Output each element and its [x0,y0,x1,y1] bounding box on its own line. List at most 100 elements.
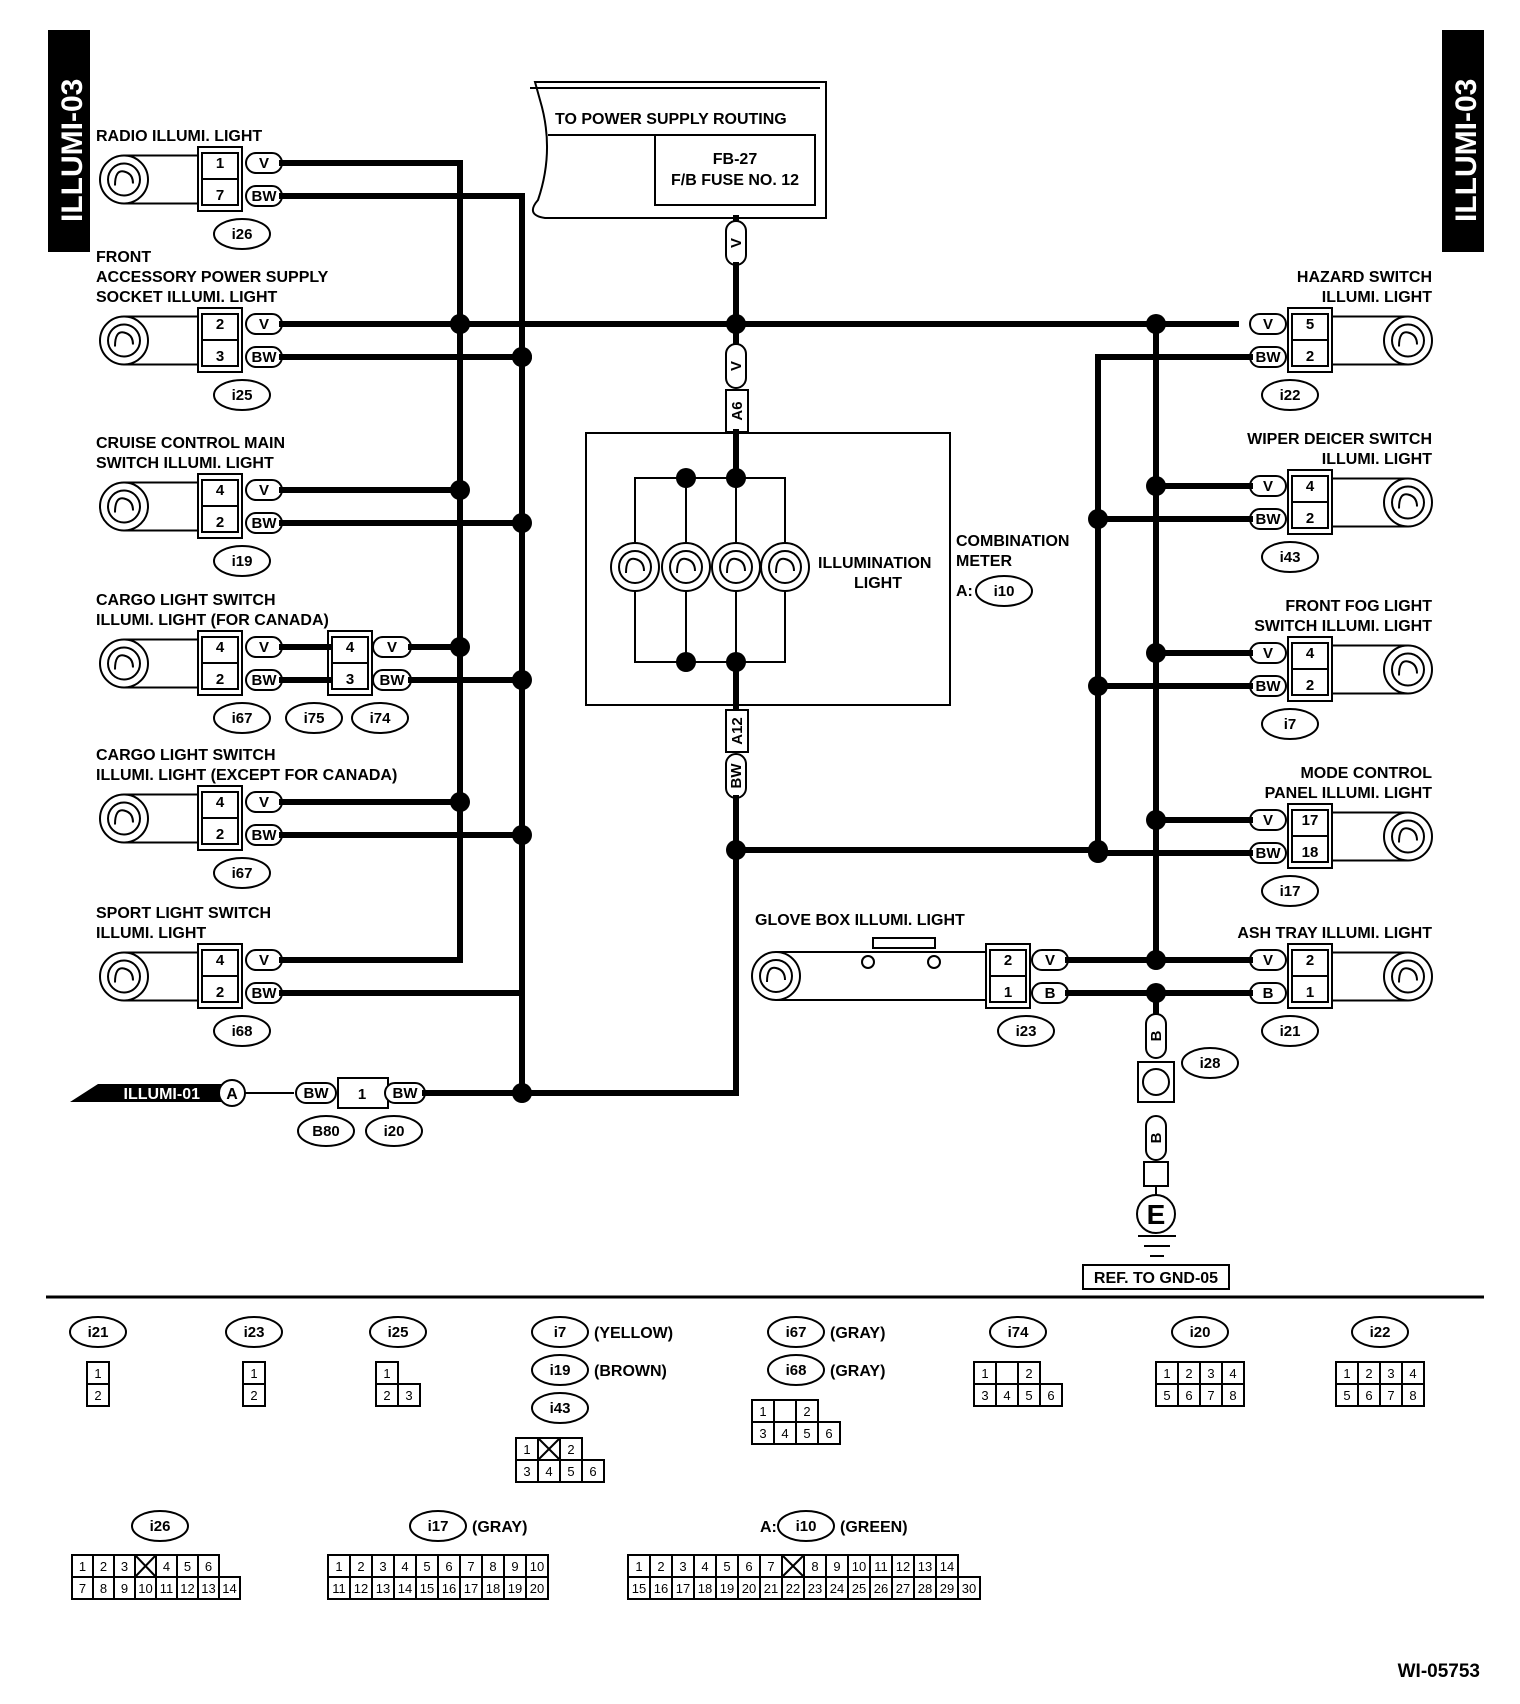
connector-id: i7 [1261,708,1319,740]
wire-color-label: V [259,952,269,969]
wire-color-tag: V [1249,475,1287,497]
pin-number: 4 [1306,645,1315,662]
legend-connector-id: i43 [531,1392,589,1424]
legend-pin: 29 [940,1581,954,1596]
wire-color-tag: BW [245,512,283,534]
legend-pin: 2 [803,1404,810,1419]
legend-pin: 12 [896,1559,910,1574]
connector-id-label: i19 [550,1362,571,1379]
light-label: FRONT FOG LIGHT [1285,598,1432,615]
connector-id-label: i68 [786,1362,807,1379]
legend-pin: 27 [896,1581,910,1596]
connector-id-label: i22 [1370,1324,1391,1341]
ground-marker [1136,1194,1176,1234]
wire-color-tag: V [1249,642,1287,664]
legend-pin: 16 [442,1581,456,1596]
connector-id-label: i21 [1280,1023,1301,1040]
light-label: SOCKET ILLUMI. LIGHT [96,289,278,306]
wire-color-label: V [1263,812,1273,829]
legend-pin: 26 [874,1581,888,1596]
connector-id: i21 [1261,1015,1319,1047]
light-connector: 42 [197,473,243,539]
wire-color-label: V [728,238,745,248]
legend-pin: 6 [1047,1388,1054,1403]
legend-pin: 3 [759,1426,766,1441]
glove-label: GLOVE BOX ILLUMI. LIGHT [755,912,965,929]
legend-note: (BROWN) [594,1363,667,1380]
legend-pin: 1 [981,1366,988,1381]
light-label: WIPER DEICER SWITCH [1247,431,1432,448]
legend-pin: 1 [383,1366,390,1381]
legend-pin: 1 [1343,1366,1350,1381]
light-label: MODE CONTROL [1300,765,1432,782]
light-label: CRUISE CONTROL MAIN [96,435,285,452]
connector-id-label: i17 [1280,883,1301,900]
legend-pin: 9 [833,1559,840,1574]
connector-id-label: i68 [232,1023,253,1040]
ground-ref: REF. TO GND-05 [1082,1264,1230,1290]
legend-pin: 20 [530,1581,544,1596]
legend-pin: 2 [1185,1366,1192,1381]
legend-connector-id: i26 [131,1510,189,1542]
lamp-icon [99,481,149,532]
legend-pin: 5 [1343,1388,1350,1403]
legend-pin: 2 [1365,1366,1372,1381]
legend-pin: 3 [405,1388,412,1403]
legend-pin: 4 [701,1559,708,1574]
connector-id: i25 [213,379,271,411]
legend-pin: 4 [781,1426,788,1441]
legend-pin: 30 [962,1581,976,1596]
pin-number: 2 [1306,677,1314,694]
wire-color-label: B [1148,1030,1165,1041]
light-label: RADIO ILLUMI. LIGHT [96,128,262,145]
legend-pin: 17 [464,1581,478,1596]
wire-color-tag: V [245,313,283,335]
wire-color-label: BW [1256,511,1282,528]
legend-pin: 1 [250,1366,257,1381]
junction-dot [676,652,696,672]
pin-number: 4 [1306,478,1315,495]
legend-pin: 8 [489,1559,496,1574]
legend-connector-id: i10 [777,1510,835,1542]
pin-number: 2 [216,316,224,333]
legend-pin: 5 [1025,1388,1032,1403]
lamp-icon [99,638,149,689]
legend-prefix: A: [760,1519,777,1536]
legend-pin: 1 [1163,1366,1170,1381]
legend-connector-id: i17 [409,1510,467,1542]
legend-pin: 7 [79,1581,86,1596]
legend-pin: 6 [589,1464,596,1479]
lamp-icon [99,793,149,844]
ground-ref-label: REF. TO GND-05 [1094,1270,1218,1287]
connector-id-label: i74 [1008,1324,1030,1341]
pin-number: 3 [216,348,224,365]
legend-pin: 14 [398,1581,412,1596]
connector-id: i22 [1261,379,1319,411]
pin-number: 1 [1306,984,1314,1001]
connector-id-label: i26 [150,1518,171,1535]
pin-number: 1 [358,1086,366,1103]
light-label: PANEL ILLUMI. LIGHT [1265,785,1433,802]
ground-connector-id: i28 [1181,1047,1239,1079]
connector-id-label: i67 [786,1324,807,1341]
legend-pin: 18 [698,1581,712,1596]
light-label: SWITCH ILLUMI. LIGHT [1254,618,1432,635]
legend-pin: 10 [530,1559,544,1574]
pin-number: 2 [1004,952,1012,969]
light-connector: 52 [1287,307,1333,373]
legend-pin: 13 [918,1559,932,1574]
light-label: ASH TRAY ILLUMI. LIGHT [1237,925,1432,942]
wire-color-label: BW [252,349,278,366]
connector-id-label: i74 [370,710,392,727]
legend-pin: 5 [1163,1388,1170,1403]
switch-contact [927,955,941,969]
legend-pin: 2 [657,1559,664,1574]
light-label: ILLUMI. LIGHT [96,925,206,942]
legend-pin: 1 [635,1559,642,1574]
glove-lamp-icon [751,951,801,1001]
ground-connector-pin [1142,1068,1170,1096]
